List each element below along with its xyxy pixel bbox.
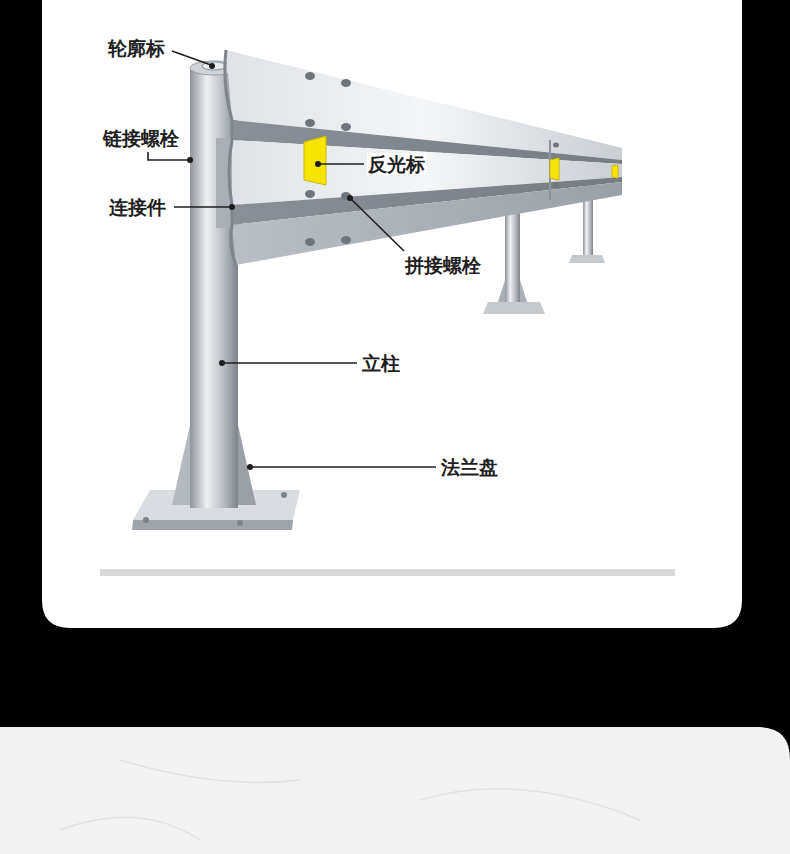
bolt xyxy=(305,72,559,246)
marble-vein xyxy=(60,760,640,840)
part-label: 链接螺栓 xyxy=(102,127,180,149)
ground-line xyxy=(100,569,675,576)
part-label: 拼接螺栓 xyxy=(404,254,482,276)
part-label: 反光标 xyxy=(367,153,426,175)
w-beam xyxy=(225,50,622,265)
part-label: 法兰盘 xyxy=(440,456,499,478)
panel xyxy=(42,0,742,628)
part-label: 立柱 xyxy=(361,352,401,374)
part-label: 连接件 xyxy=(108,196,167,218)
flange-plate xyxy=(132,425,300,530)
reflector xyxy=(304,136,618,185)
lower-panel xyxy=(0,727,790,854)
part-label: 轮廓标 xyxy=(107,37,166,59)
leader-dot xyxy=(187,63,353,470)
leader-line xyxy=(148,51,436,467)
